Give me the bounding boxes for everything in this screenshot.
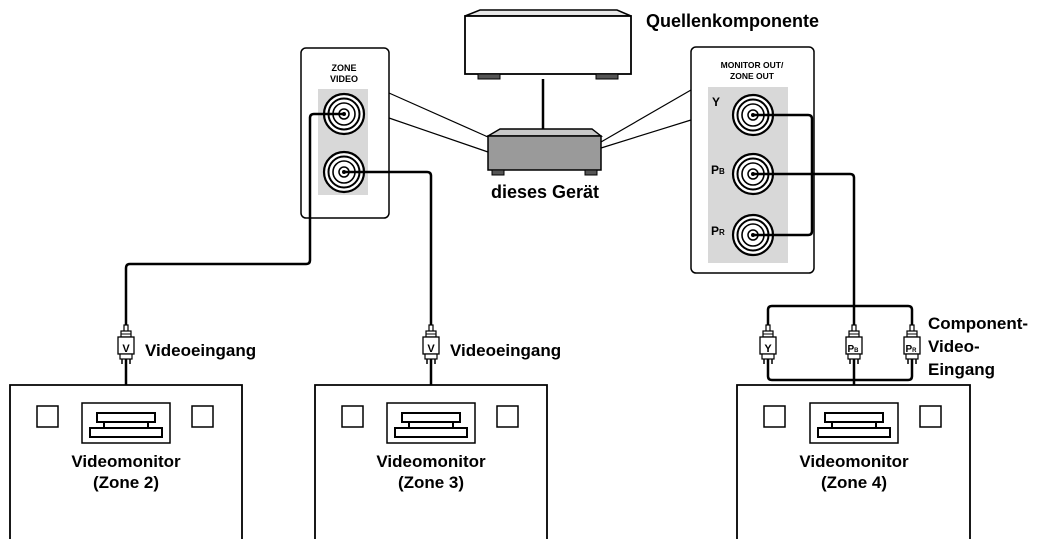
callout-lines: [388, 89, 692, 153]
monitor-zone2-title: Videomonitor: [71, 452, 181, 471]
monitor-zone4: [736, 384, 971, 539]
jack-label-pr: PR: [711, 224, 725, 238]
source-component-label: Quellenkomponente: [646, 11, 819, 31]
monitor-zone3: [314, 384, 548, 539]
svg-text:Y: Y: [764, 343, 772, 355]
plug-pr: PR: [903, 324, 921, 365]
video-input-label-zone2: Videoeingang: [145, 341, 256, 360]
plug-zone2: V: [117, 324, 135, 365]
receiver-unit: [485, 128, 604, 176]
this-unit-label: dieses Gerät: [491, 182, 599, 202]
zone-video-title-2: VIDEO: [330, 74, 358, 84]
monitor-out-title-2: ZONE OUT: [730, 71, 775, 81]
monitor-out-title-1: MONITOR OUT/: [721, 60, 784, 70]
monitor-zone3-title: Videomonitor: [376, 452, 486, 471]
svg-text:PR: PR: [905, 344, 917, 355]
monitor-zone4-zone: (Zone 4): [821, 473, 887, 492]
jack-label-y: Y: [712, 95, 720, 109]
monitor-zone2: [9, 384, 243, 539]
svg-text:V: V: [427, 343, 435, 355]
monitor-zone4-title: Videomonitor: [799, 452, 909, 471]
svg-text:V: V: [122, 343, 130, 355]
component-input-label-1: Component-: [928, 314, 1028, 333]
source-component: [464, 9, 632, 80]
plug-pb: PB: [845, 324, 863, 365]
video-input-label-zone3: Videoeingang: [450, 341, 561, 360]
component-input-label-2: Video-: [928, 337, 980, 356]
zone-video-title-1: ZONE: [331, 63, 356, 73]
monitor-zone2-zone: (Zone 2): [93, 473, 159, 492]
plug-y: Y: [759, 324, 777, 365]
jack-label-pb: PB: [711, 163, 725, 177]
component-input-label-3: Eingang: [928, 360, 995, 379]
plug-zone3: V: [422, 324, 440, 365]
svg-text:PB: PB: [847, 344, 859, 355]
monitor-zone3-zone: (Zone 3): [398, 473, 464, 492]
